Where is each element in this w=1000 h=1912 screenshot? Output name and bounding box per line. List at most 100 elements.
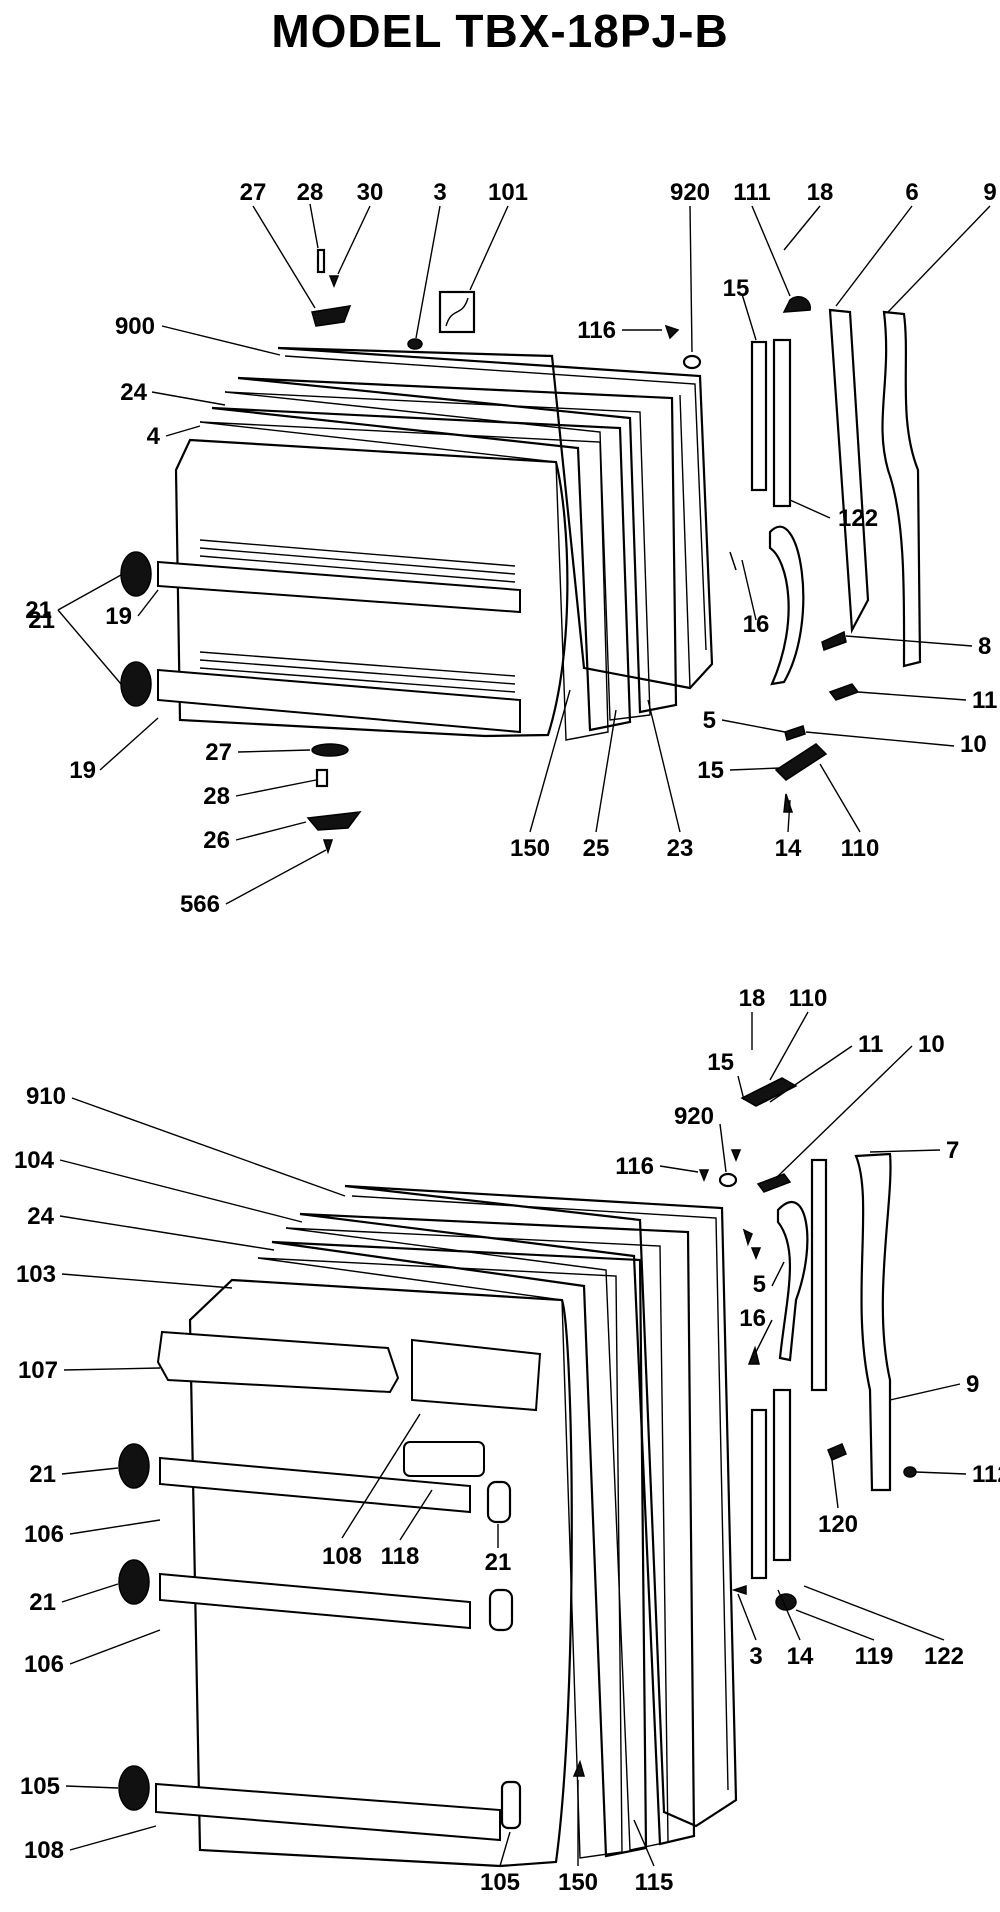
top-part-label: 19 xyxy=(69,757,96,784)
shelf-retainer-cap-b xyxy=(118,1559,150,1605)
top-part-label: 10 xyxy=(960,731,987,758)
top-part-label: 23 xyxy=(667,835,694,862)
trim-strip-2 xyxy=(772,338,792,508)
handle-strip-lower xyxy=(810,1158,828,1392)
top-part-label: 15 xyxy=(723,275,750,302)
cam-part xyxy=(311,305,352,327)
top-part-label: 5 xyxy=(703,707,716,734)
bottom-part-label: 21 xyxy=(485,1549,512,1576)
bottom-part-label: 112 xyxy=(972,1461,1000,1488)
bottom-part-label: 105 xyxy=(20,1773,60,1800)
bottom-part-label: 18 xyxy=(739,985,766,1012)
top-leader-lines xyxy=(57,203,991,905)
bottom-part-label: 16 xyxy=(739,1305,766,1332)
bottom-part-label: 24 xyxy=(27,1203,54,1230)
bottom-part-label: 106 xyxy=(24,1651,64,1678)
handle-strip xyxy=(828,308,870,634)
top-part-label: 101 xyxy=(488,179,528,206)
bottom-part-label: 103 xyxy=(16,1261,56,1288)
bottom-part-label: 120 xyxy=(818,1511,858,1538)
top-part-label: 566 xyxy=(180,891,220,918)
shelf-retainer-cap-lower xyxy=(120,661,152,707)
shelf-retainer-cap-upper xyxy=(120,551,152,597)
shelf-grille-upper xyxy=(199,539,516,583)
bottom-part-label: 920 xyxy=(674,1103,714,1130)
bottom-part-label: 21 xyxy=(29,1589,56,1616)
bottom-part-label: 150 xyxy=(558,1869,598,1896)
top-part-label: 3 xyxy=(433,179,446,206)
top-part-label: 28 xyxy=(203,783,230,810)
bottom-part-label: 3 xyxy=(749,1643,762,1670)
bottom-part-label: 106 xyxy=(24,1521,64,1548)
bottom-part-label: 11 xyxy=(858,1031,883,1058)
shelf-retainer-cap-a xyxy=(118,1443,150,1489)
egg-tray xyxy=(403,1441,485,1477)
diagram-title: MODEL TBX-18PJ-B xyxy=(271,5,729,57)
trim-strip-lower-2 xyxy=(772,1388,792,1562)
bottom-part-label: 107 xyxy=(18,1357,58,1384)
door-handle-lower xyxy=(776,1201,809,1362)
bottom-part-label: 110 xyxy=(789,985,828,1012)
bottom-part-label: 15 xyxy=(707,1049,734,1076)
top-part-label: 15 xyxy=(697,757,724,784)
handle-cover xyxy=(881,310,922,668)
bottom-part-label: 910 xyxy=(26,1083,66,1110)
top-part-label: 110 xyxy=(841,835,880,862)
top-part-label: 27 xyxy=(240,179,267,206)
bottom-part-label: 9 xyxy=(966,1371,979,1398)
top-part-label: 9 xyxy=(983,179,996,206)
top-part-label: 14 xyxy=(775,835,802,862)
top-part-label: 18 xyxy=(807,179,834,206)
trim-strip-lower xyxy=(750,1408,768,1580)
top-part-label: 21 xyxy=(28,607,55,634)
top-part-label: 28 xyxy=(297,179,324,206)
top-part-label: 8 xyxy=(978,633,991,660)
top-part-label: 24 xyxy=(120,379,147,406)
top-part-label: 16 xyxy=(743,611,770,638)
trim-strip xyxy=(750,340,768,492)
bottom-part-label: 118 xyxy=(381,1543,420,1570)
top-part-label: 900 xyxy=(115,313,155,340)
top-part-label: 25 xyxy=(583,835,610,862)
bottom-leader-lines xyxy=(59,1011,967,1867)
bottom-part-labels: 18 110 11 15 10 920 910 116 7 104 24 103 5 16 107 9 21 11… xyxy=(14,985,1000,1896)
top-part-label: 116 xyxy=(577,317,616,344)
butter-compartment-cover xyxy=(411,1338,542,1412)
top-part-label: 11 xyxy=(972,687,997,714)
shelf-grille-lower xyxy=(199,651,516,693)
top-part-label: 122 xyxy=(838,505,878,532)
screw-part xyxy=(316,248,326,274)
label-plate xyxy=(438,290,476,334)
top-part-label: 19 xyxy=(105,603,132,630)
bottom-part-label: 104 xyxy=(14,1147,55,1174)
bottom-part-label: 108 xyxy=(322,1543,362,1570)
bottom-part-label: 122 xyxy=(924,1643,964,1670)
bottom-part-label: 108 xyxy=(24,1837,64,1864)
top-part-label: 6 xyxy=(905,179,918,206)
bottom-part-label: 10 xyxy=(918,1031,945,1058)
door-handle xyxy=(768,525,805,686)
bottom-part-label: 115 xyxy=(635,1869,674,1896)
dairy-compartment-cover xyxy=(156,1330,400,1394)
fresh-food-door-assembly xyxy=(118,1077,917,1868)
bottom-part-label: 119 xyxy=(855,1643,894,1670)
top-part-label: 920 xyxy=(670,179,710,206)
handle-cover-lower xyxy=(854,1152,892,1492)
top-part-label: 30 xyxy=(357,179,384,206)
shelf-retainer-cap-c xyxy=(118,1765,150,1811)
top-part-label: 27 xyxy=(205,739,232,766)
bottom-part-label: 7 xyxy=(946,1137,959,1164)
top-part-label: 111 xyxy=(733,179,770,206)
freezer-door-assembly xyxy=(120,248,922,855)
bottom-part-label: 105 xyxy=(480,1869,520,1896)
top-part-label: 4 xyxy=(147,423,161,450)
top-part-label: 21 xyxy=(25,597,52,624)
bottom-part-label: 21 xyxy=(29,1461,56,1488)
bottom-part-label: 116 xyxy=(615,1153,654,1180)
bottom-part-label: 14 xyxy=(787,1643,814,1670)
top-part-labels: 27 28 30 3 101 920 111 18 6 9 900 116 15 244 122 16 21 19… xyxy=(25,179,997,918)
bottom-part-label: 5 xyxy=(753,1271,766,1298)
top-part-label: 26 xyxy=(203,827,230,854)
top-part-label: 150 xyxy=(510,835,550,862)
